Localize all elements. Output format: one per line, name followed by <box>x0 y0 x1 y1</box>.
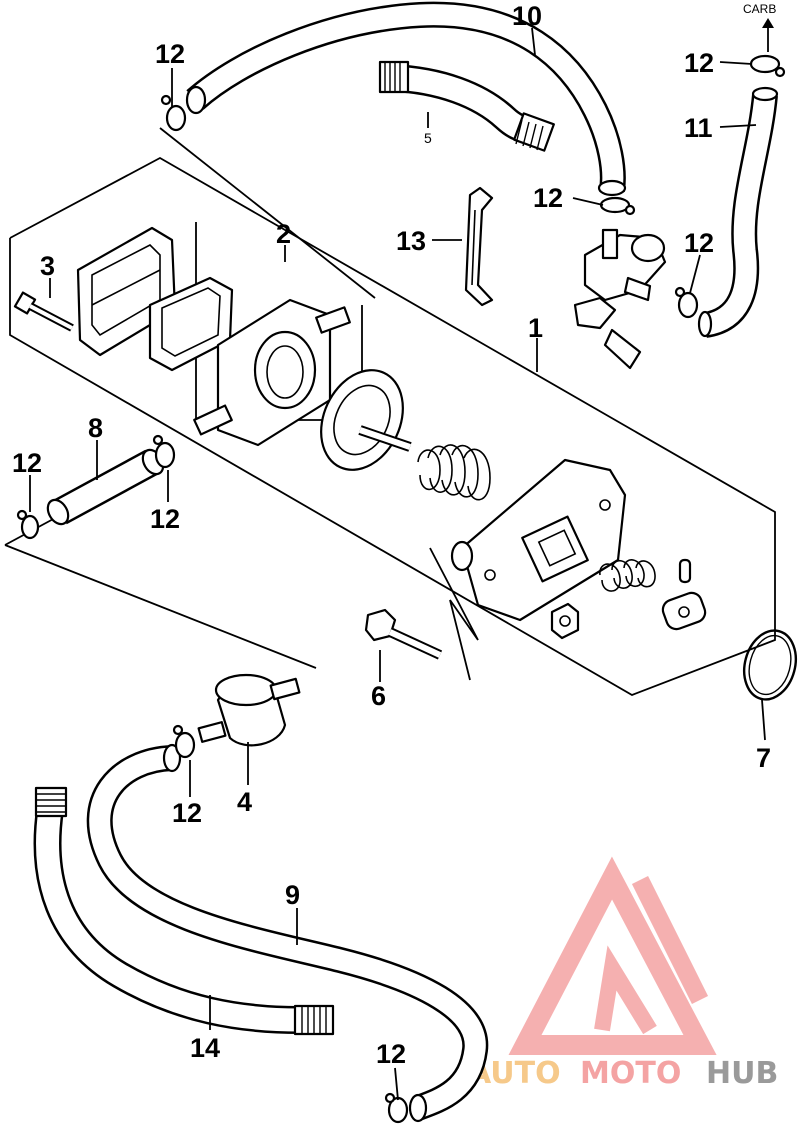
clip-12-e <box>152 434 176 469</box>
valve-body <box>193 298 351 447</box>
bolt-6 <box>364 608 443 660</box>
clip-12-c <box>599 196 636 216</box>
callout-8: 8 <box>88 413 103 443</box>
callout-11: 11 <box>684 113 713 143</box>
fuel-hose-10 <box>185 1 627 197</box>
pin <box>678 558 692 584</box>
clip-12-f <box>16 509 40 540</box>
watermark-text: AUTO MOTO HUB <box>468 1056 778 1091</box>
callout-12-top-left: 12 <box>155 39 185 69</box>
carb-arrow <box>762 18 774 52</box>
bolt-3 <box>13 291 74 332</box>
diaphragm <box>320 369 412 471</box>
callout-6: 6 <box>371 681 386 711</box>
callout-7: 7 <box>756 743 771 773</box>
fuel-hose-14 <box>33 786 335 1036</box>
spring-small <box>599 559 656 592</box>
callout-12-cock-clip: 12 <box>533 183 563 213</box>
clip-12-b <box>749 54 786 78</box>
o-ring-7 <box>743 629 797 701</box>
clip-12-a <box>160 94 187 132</box>
cover-housing <box>450 458 627 622</box>
watermark-hub: HUB <box>706 1056 778 1091</box>
callout-1: 1 <box>528 313 543 343</box>
fuel-hose-11 <box>697 86 779 338</box>
fuel-filter-4 <box>197 673 301 747</box>
plunger <box>661 591 707 631</box>
fuel-hose-9 <box>86 743 489 1123</box>
carb-label: CARB <box>743 2 776 16</box>
callout-12-left: 12 <box>12 448 42 478</box>
assembly-frame-1 <box>9 156 776 696</box>
spring-large <box>417 444 491 501</box>
callout-3: 3 <box>40 251 55 281</box>
pipe-8 <box>46 448 165 526</box>
callout-12-pipe: 12 <box>150 504 180 534</box>
callout-12-filter: 12 <box>172 798 202 828</box>
callout-9: 9 <box>285 880 300 910</box>
clip-12-g <box>172 724 196 759</box>
nut <box>550 602 580 640</box>
callout-13: 13 <box>396 226 426 256</box>
clip-12-h <box>384 1092 409 1124</box>
callout-4: 4 <box>237 787 252 817</box>
callout-14: 14 <box>190 1033 220 1063</box>
callout-12-bottom: 12 <box>376 1039 406 1069</box>
clip-12-d <box>674 286 699 319</box>
bracket-13 <box>464 186 494 307</box>
callout-12-right: 12 <box>684 228 714 258</box>
callout-labels: 10 12 11 12 12 12 13 2 3 1 8 12 12 6 7 4… <box>12 1 771 1069</box>
callout-2: 2 <box>276 219 291 249</box>
fuel-hose-5 <box>378 60 555 152</box>
watermark-moto: MOTO <box>580 1056 681 1091</box>
fuel-cock <box>573 228 667 370</box>
callout-5: 5 <box>424 130 432 146</box>
automotohub-logo <box>508 856 717 1055</box>
callout-10: 10 <box>512 1 542 31</box>
callout-12-carb-clip: 12 <box>684 48 714 78</box>
leader-lines <box>29 27 766 1101</box>
